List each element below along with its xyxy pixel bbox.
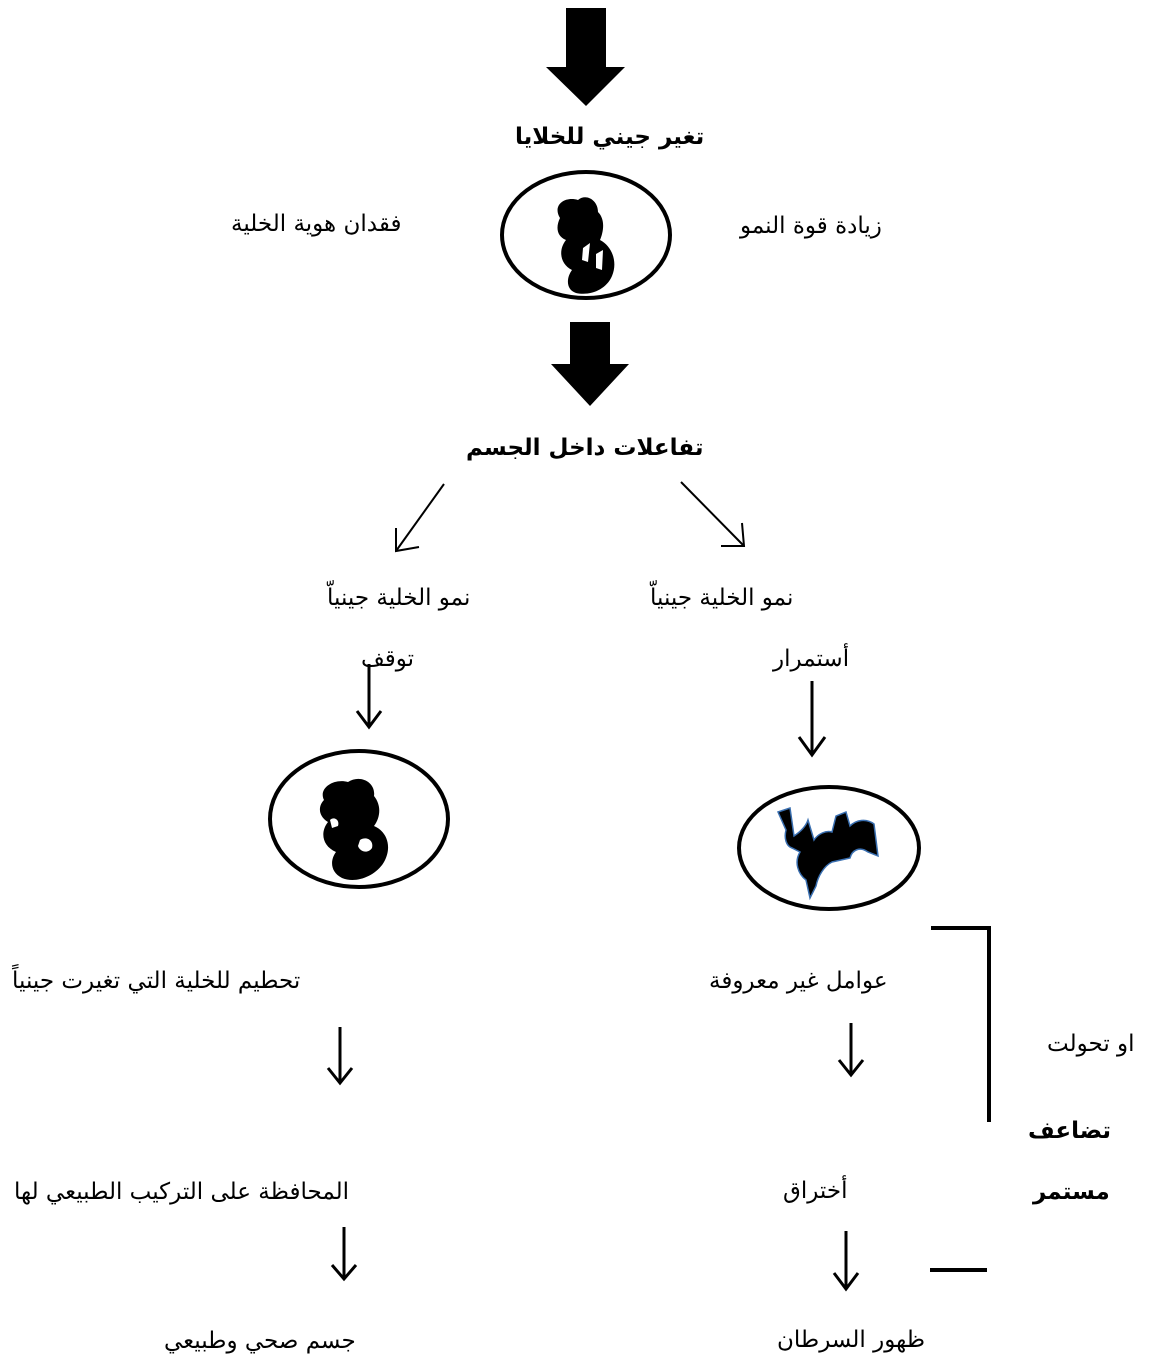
label-growth-power: زيادة قوة النمو bbox=[740, 213, 882, 239]
arrow-left-lower-1 bbox=[326, 1027, 354, 1086]
label-continuous: مستمر bbox=[1033, 1179, 1110, 1205]
label-destroy-cell: تحطيم للخلية التي تغيرت جينياً bbox=[12, 968, 301, 994]
label-identity-loss: فقدان هوية الخلية bbox=[231, 211, 402, 237]
big-arrow-top bbox=[546, 8, 625, 106]
label-unknown-factors: عوامل غير معروفة bbox=[709, 968, 888, 994]
label-penetration: أختراق bbox=[783, 1178, 848, 1204]
cell-right-nucleus bbox=[776, 807, 879, 901]
label-left-growth: نمو الخلية جينياّ bbox=[327, 585, 471, 611]
arrow-right-lower-2 bbox=[832, 1231, 860, 1292]
side-bracket bbox=[930, 926, 991, 1272]
arrow-right-continue bbox=[797, 681, 827, 758]
label-right-growth: نمو الخلية جينياّ bbox=[650, 585, 794, 611]
label-stop: توقف bbox=[361, 646, 415, 672]
diagonal-arrow-right bbox=[680, 481, 746, 547]
arrow-left-lower-2 bbox=[330, 1227, 358, 1282]
cell-top-nucleus bbox=[557, 197, 615, 294]
arrow-right-lower-1 bbox=[837, 1023, 865, 1078]
label-body-reactions: تفاعلات داخل الجسم bbox=[466, 435, 704, 461]
title-genetic-change: تغير جيني للخلايا bbox=[515, 124, 705, 150]
label-or-transformed: او تحولت bbox=[1047, 1031, 1135, 1057]
diagonal-arrow-left bbox=[395, 483, 445, 553]
arrow-left-stop bbox=[355, 664, 383, 730]
label-healthy-body: جسم صحي وطبيعي bbox=[164, 1328, 356, 1354]
label-maintain-structure: المحافظة على التركيب الطبيعي لها bbox=[14, 1179, 350, 1205]
label-multiply: تضاعف bbox=[1028, 1118, 1112, 1144]
big-arrow-middle bbox=[551, 322, 629, 406]
label-continue: أستمرار bbox=[773, 646, 850, 672]
cell-left-nucleus bbox=[319, 778, 389, 881]
label-cancer-appears: ظهور السرطان bbox=[777, 1327, 926, 1353]
